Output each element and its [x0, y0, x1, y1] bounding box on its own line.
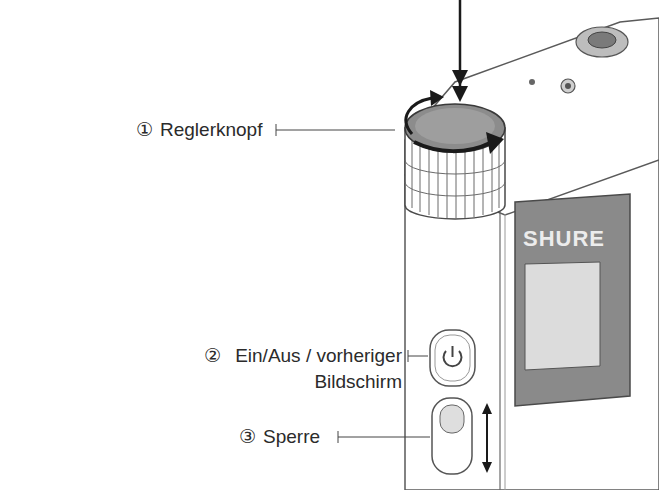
- part-name: Ein/Aus / vorheriger Bildschirm: [226, 343, 402, 395]
- callout-number: ②: [204, 343, 221, 369]
- knurl-line: [447, 148, 448, 218]
- power-button-inner: [435, 335, 470, 381]
- leader-tick: [338, 431, 339, 443]
- led-hole: [529, 79, 535, 85]
- knurl-ring-line: [405, 160, 505, 174]
- knurl-line: [483, 145, 484, 215]
- slide-arrow-head: [482, 462, 492, 473]
- push-arrow-head: [452, 86, 468, 102]
- rotate-arrow-head: [486, 132, 504, 154]
- part-name: Reglerknopf: [160, 117, 262, 143]
- power-button: [430, 330, 475, 386]
- slide-arrow: [486, 412, 488, 464]
- part-name: Sperre: [263, 424, 320, 450]
- knurl-line: [420, 143, 421, 212]
- leader-line: [276, 130, 395, 131]
- brand-logo: SHURE: [523, 226, 605, 252]
- body-seam: [505, 214, 506, 490]
- lock-switch: [432, 398, 472, 474]
- power-symbol: [452, 346, 454, 357]
- leader-line: [338, 437, 430, 438]
- knurl-line: [412, 140, 413, 208]
- knurl-ring-line: [405, 182, 505, 196]
- leader-tick: [408, 350, 409, 362]
- rotate-arrow: [406, 98, 432, 134]
- lock-slider: [440, 405, 464, 433]
- knurl-line: [438, 147, 439, 217]
- audio-jack: [561, 79, 575, 93]
- callout-number: ③: [239, 424, 256, 450]
- display-frame: [515, 194, 630, 406]
- knurl-line: [474, 147, 475, 217]
- antenna-jack: [576, 27, 628, 57]
- knurl-line: [429, 145, 430, 215]
- knurl-line: [456, 148, 457, 218]
- knurl-line: [499, 140, 500, 208]
- display-screen: [525, 262, 600, 370]
- antenna-jack-hole: [588, 32, 616, 48]
- knurl-line: [465, 148, 466, 218]
- leader-line: [408, 356, 428, 357]
- push-arrow-head: [452, 70, 468, 86]
- audio-jack-hole: [565, 83, 571, 89]
- body-seam: [499, 212, 500, 490]
- knurl-line: [492, 143, 493, 212]
- slide-arrow-head: [482, 403, 492, 414]
- leader-tick: [276, 124, 277, 136]
- callout-number: ①: [136, 117, 153, 143]
- rotate-arrow: [414, 142, 490, 151]
- knob-top-highlight: [415, 108, 495, 144]
- rotate-arrow-head: [430, 90, 444, 106]
